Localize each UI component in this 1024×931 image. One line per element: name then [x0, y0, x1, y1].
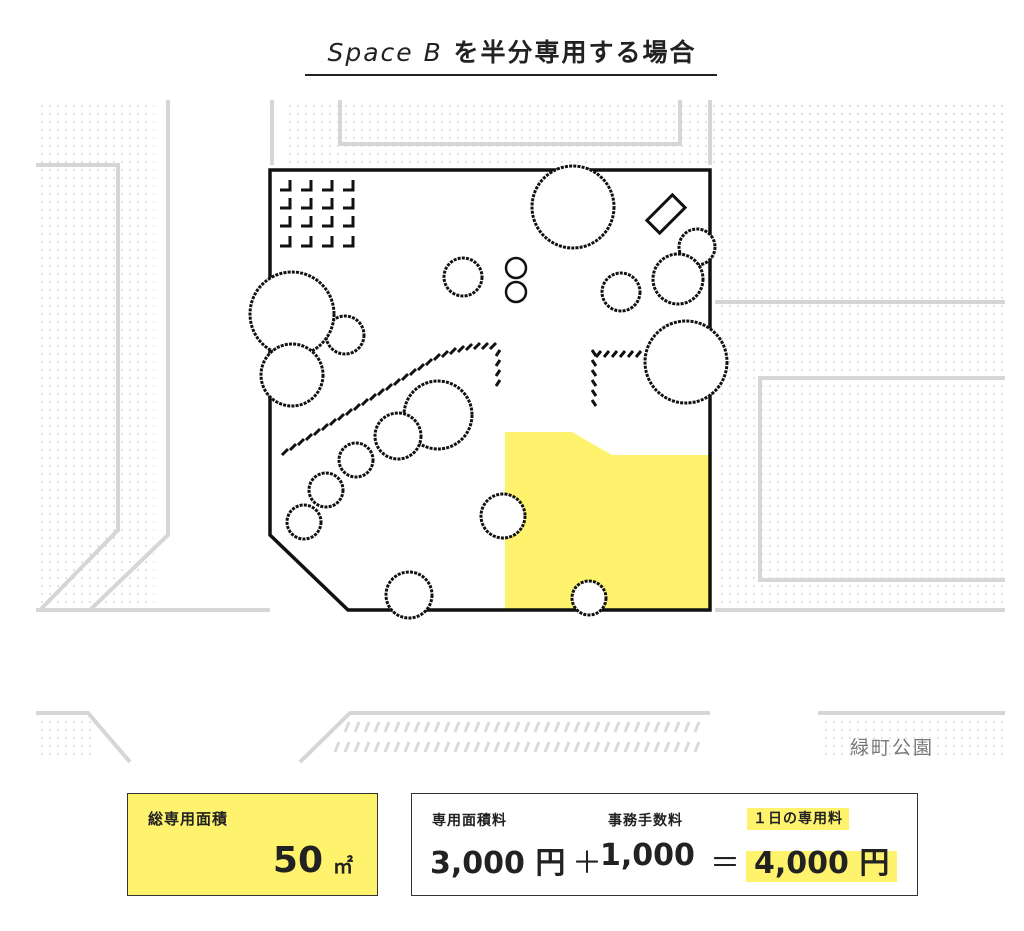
tree-icon: [337, 441, 375, 479]
office-fee-label: 事務手数料: [608, 813, 683, 829]
tree-icon: [384, 570, 434, 620]
total-area-value: 50: [272, 840, 323, 881]
tree-icon: [530, 164, 616, 250]
tree-icon: [643, 319, 729, 405]
crosswalk: [333, 721, 701, 753]
bollard-icon: [504, 280, 528, 304]
tree-icon: [442, 256, 484, 298]
tree-icon: [570, 579, 608, 617]
area-fee-value: 3,000 円: [430, 846, 566, 881]
park-label: 緑町公園: [850, 737, 935, 759]
office-fee-value: 1,000: [600, 838, 695, 873]
tree-icon: [248, 270, 336, 358]
tree-icon: [373, 411, 423, 461]
title-space-name: Space B: [327, 38, 443, 67]
site-map: [36, 100, 1005, 764]
site-boundary: [268, 168, 712, 612]
road-lines: [36, 100, 1005, 764]
title-text: を半分専用する場合: [442, 38, 697, 67]
bollards: [504, 256, 528, 304]
tree-icon: [285, 503, 323, 541]
area-fee-label: 専用面積料: [432, 813, 507, 829]
fee-card: 専用面積料 事務手数料 １日の専用料 3,000 円 ＋ 1,000 ＝ 4,0…: [411, 793, 918, 896]
bollard-icon: [504, 256, 528, 280]
seating-grid: [280, 180, 355, 248]
dotted-ground: [36, 100, 1005, 760]
daily-fee-total: 4,000 円: [746, 838, 898, 882]
title-underline: [305, 74, 717, 76]
tree-icon: [479, 492, 527, 540]
equals-sign: ＝: [710, 846, 740, 881]
plus-sign: ＋: [572, 846, 602, 881]
tree-icon: [259, 342, 325, 408]
bench-icon: [644, 192, 688, 236]
total-area-label: 総専用面積: [148, 810, 229, 828]
tree-icon: [651, 252, 705, 306]
daily-fee-label: １日の専用料: [747, 808, 849, 830]
trees: [248, 164, 729, 620]
tree-icon: [307, 471, 345, 509]
total-area-card: 総専用面積 50 ㎡: [127, 793, 378, 896]
total-area-unit: ㎡: [333, 854, 353, 878]
tree-icon: [600, 271, 642, 313]
exclusive-use-area: [505, 432, 710, 610]
planting-hatch: [280, 341, 643, 457]
page-title: Space B を半分専用する場合: [300, 30, 724, 76]
